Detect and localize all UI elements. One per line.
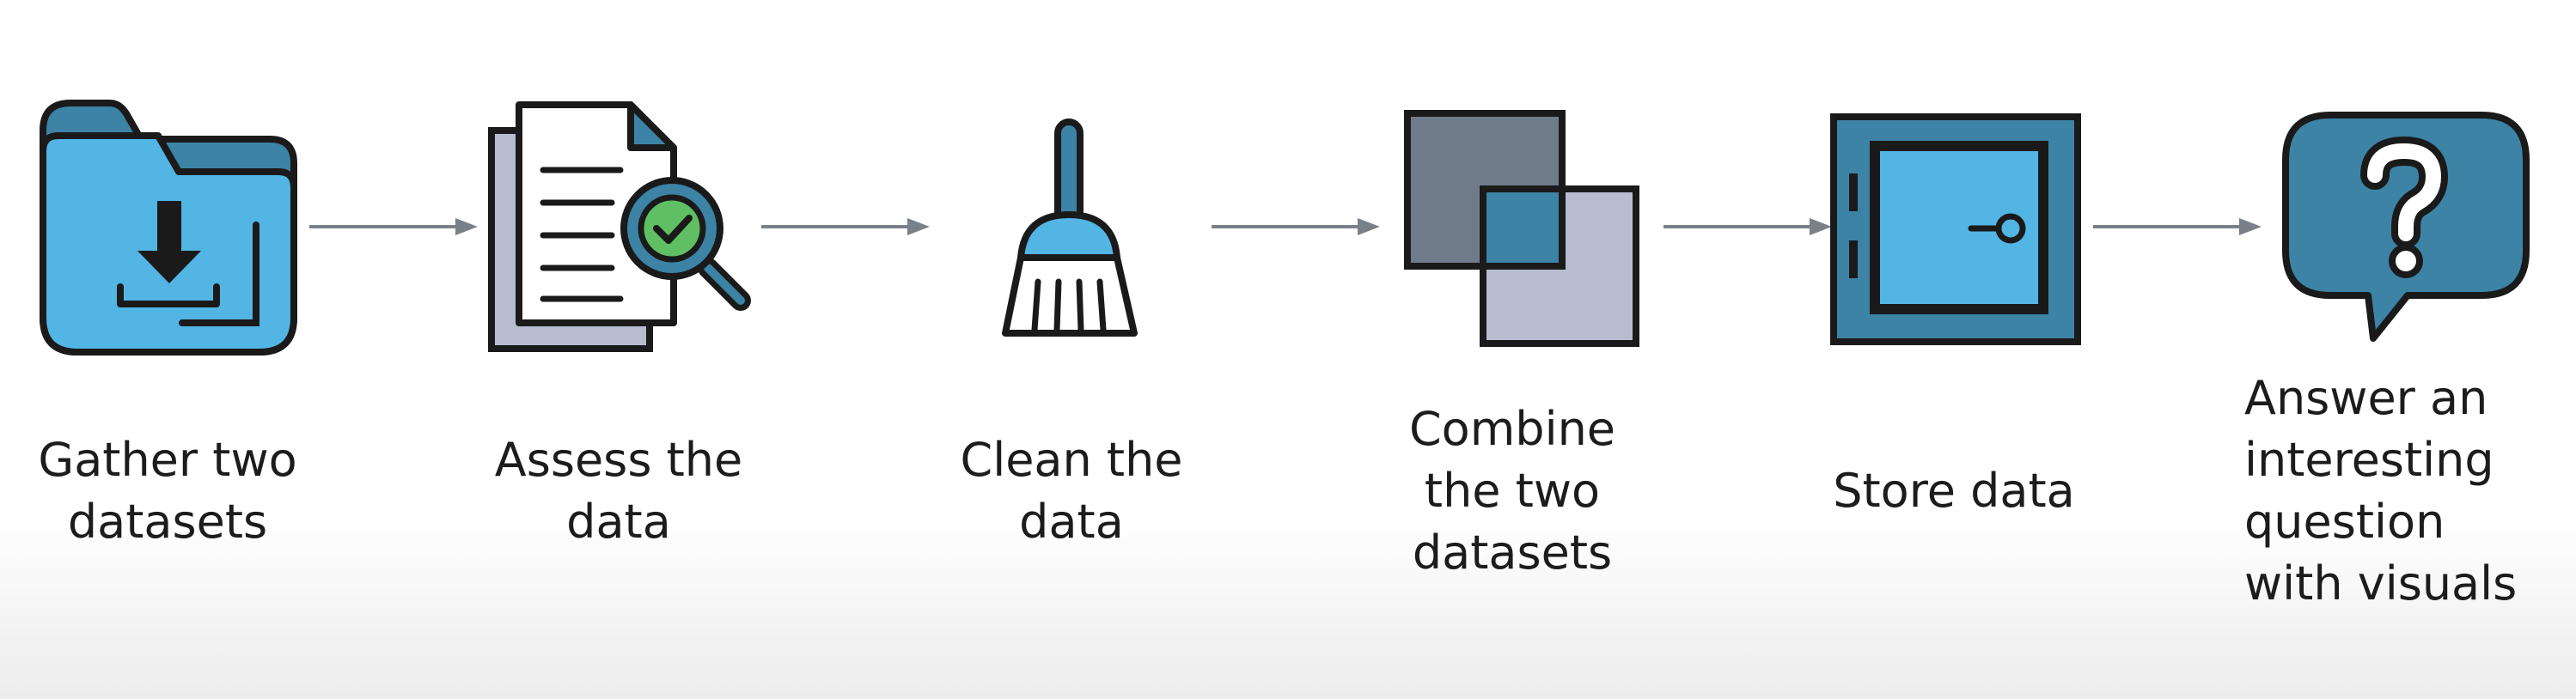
safe-icon xyxy=(1830,113,2081,345)
step-label-clean: Clean the data xyxy=(960,433,1183,549)
question-speech-bubble-icon xyxy=(2282,112,2530,342)
step-label-combine: Combine the two datasets xyxy=(1408,402,1616,580)
overlapping-squares-icon xyxy=(1404,110,1639,347)
download-folder-icon xyxy=(40,100,297,356)
step-label-gather: Gather two datasets xyxy=(38,433,297,549)
step-label-store: Store data xyxy=(1833,464,2075,518)
step-label-assess: Assess the data xyxy=(494,433,743,549)
flow-arrow xyxy=(309,218,478,235)
step-label-answer: Answer an interesting question with visu… xyxy=(2244,371,2518,611)
flow-arrow xyxy=(761,218,930,235)
flow-arrow xyxy=(1663,218,1832,235)
flow-arrow xyxy=(1212,218,1380,235)
flow-arrow xyxy=(2093,218,2262,235)
document-magnifier-check-icon xyxy=(488,101,751,352)
broom-icon xyxy=(1002,119,1138,337)
